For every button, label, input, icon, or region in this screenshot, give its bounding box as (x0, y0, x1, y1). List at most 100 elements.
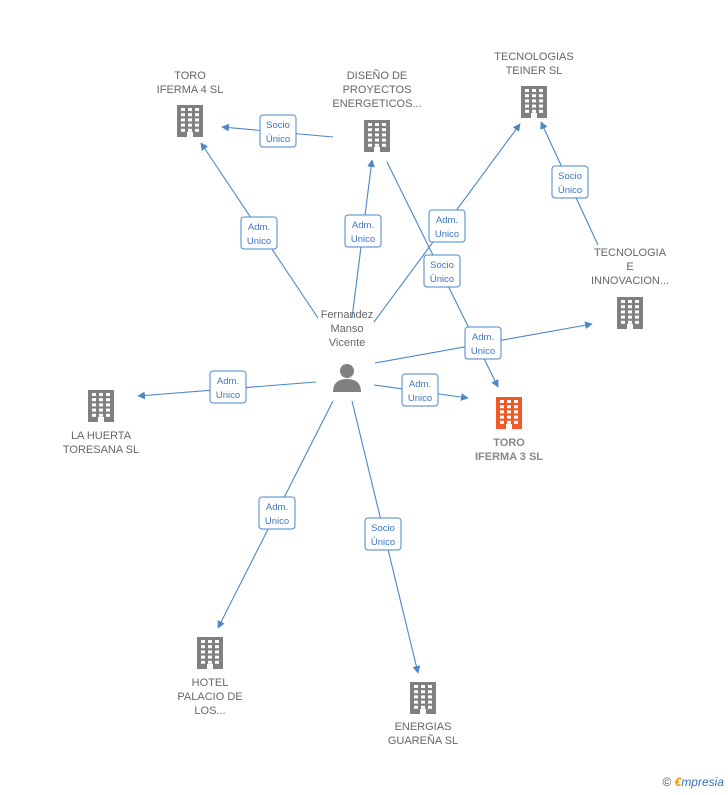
building-icon (177, 105, 203, 137)
edge-label-line: Único (558, 185, 582, 196)
node-label-line: IFERMA 4 SL (157, 84, 224, 96)
building-icon (410, 682, 436, 714)
node-company-toro4[interactable]: TORO IFERMA 4 SL (157, 70, 224, 137)
edge-label-line: Unico (351, 234, 375, 245)
building-icon (521, 86, 547, 118)
edge-label-line: Adm. (217, 376, 239, 387)
edge-person-to-diseno: Adm. Unico (344, 159, 382, 319)
edge-label[interactable]: Adm. Unico (464, 326, 502, 360)
edge-label-box (551, 165, 589, 199)
footer-brand: © €mpresia (662, 775, 724, 789)
edge-label-line: Unico (471, 346, 495, 357)
edge-label-box (464, 326, 502, 360)
edge-person-to-hotel: Adm. Unico (217, 400, 334, 629)
edge-label-line: Socio (430, 260, 454, 271)
copyright-symbol: © (662, 775, 672, 789)
node-label-line: LA HUERTA (71, 430, 132, 442)
node-label-line: PALACIO DE (177, 691, 242, 703)
node-label-line: LOS... (194, 705, 225, 717)
node-label-line: GUAREÑA SL (388, 734, 458, 747)
node-company-tecinno[interactable]: TECNOLOGIA E INNOVACION... (591, 247, 669, 329)
edge-label-box (259, 114, 297, 148)
edge-label-line: Único (371, 537, 395, 548)
edge-label-line: Unico (265, 516, 289, 527)
edge-label-line: Adm. (352, 220, 374, 231)
edge-label-line: Adm. (436, 215, 458, 226)
edge-person-to-tecinno: Adm. Unico (374, 321, 593, 364)
building-icon (197, 637, 223, 669)
node-label-line: PROYECTOS (343, 84, 412, 96)
building-icon (364, 120, 390, 152)
node-label-line: TECNOLOGIA (594, 247, 667, 259)
node-label-line: TECNOLOGIAS (494, 51, 573, 63)
building-icon (496, 397, 522, 429)
edge-label[interactable]: Adm. Unico (209, 370, 247, 404)
node-label-line: DISEÑO DE (347, 69, 408, 82)
edge-label-line: Socio (371, 523, 395, 534)
node-company-toro3[interactable]: TORO IFERMA 3 SL (475, 397, 543, 463)
node-label-line: TEINER SL (506, 65, 563, 77)
edge-label-box (209, 370, 247, 404)
edge-label-box (240, 216, 278, 250)
edge-label-line: Unico (408, 393, 432, 404)
edge-label-line: Único (266, 134, 290, 145)
node-label-line: TORO (174, 70, 206, 82)
edge-label-line: Unico (216, 390, 240, 401)
edge-label-line: Adm. (472, 332, 494, 343)
edge-label-box (428, 209, 466, 243)
node-company-hotel[interactable]: HOTEL PALACIO DE LOS... (177, 637, 243, 717)
edges-layer: SocioÚnicoAdm.UnicoAdm.UnicoAdm.UnicoSoc… (137, 114, 599, 674)
node-label-line: INNOVACION... (591, 275, 669, 287)
edge-label-line: Socio (558, 171, 582, 182)
node-company-huerta[interactable]: LA HUERTA TORESANA SL (63, 390, 139, 456)
edge-label-box (401, 373, 439, 407)
edge-person-to-huerta: Adm. Unico (137, 370, 317, 404)
edge-label-line: Único (430, 274, 454, 285)
node-label-line: HOTEL (192, 677, 229, 689)
edge-label-line: Unico (435, 229, 459, 240)
node-label-line: Vicente (329, 337, 366, 349)
edge-label[interactable]: Adm. Unico (401, 373, 439, 407)
node-label-line: E (626, 261, 633, 273)
node-company-diseno[interactable]: DISEÑO DE PROYECTOS ENERGETICOS... (332, 69, 422, 152)
brand-logo-e: € (674, 775, 682, 789)
person-icon (333, 364, 361, 392)
edge-label[interactable]: Adm. Unico (428, 209, 466, 243)
edge-label-line: Unico (247, 236, 271, 247)
edge-person-to-teiner: Adm. Unico (373, 123, 521, 323)
node-label-line: ENERGIAS (395, 721, 452, 733)
node-label-line: Fernandez (321, 309, 374, 321)
node-company-teiner[interactable]: TECNOLOGIAS TEINER SL (494, 51, 574, 118)
edge-label-box (344, 214, 382, 248)
edge-person-to-toro3: Adm. Unico (373, 373, 469, 407)
edge-label[interactable]: Adm. Unico (258, 496, 296, 530)
building-icon (88, 390, 114, 422)
edge-label[interactable]: Adm. Unico (240, 216, 278, 250)
edge-person-to-toro4: Adm. Unico (200, 142, 319, 319)
edge-label-box (258, 496, 296, 530)
edge-label-line: Adm. (248, 222, 270, 233)
edge-label-line: Socio (266, 120, 290, 131)
node-label-line: TORESANA SL (63, 444, 139, 456)
edge-label[interactable]: Adm. Unico (344, 214, 382, 248)
edge-label-box (423, 254, 461, 288)
edge-label-box (364, 517, 402, 551)
node-label-line: TORO (493, 437, 525, 449)
edge-label-line: Adm. (409, 379, 431, 390)
node-label-line: IFERMA 3 SL (475, 451, 543, 463)
node-label-line: ENERGETICOS... (332, 98, 421, 110)
edge-label-line: Adm. (266, 502, 288, 513)
node-label-line: Manso (330, 323, 363, 335)
